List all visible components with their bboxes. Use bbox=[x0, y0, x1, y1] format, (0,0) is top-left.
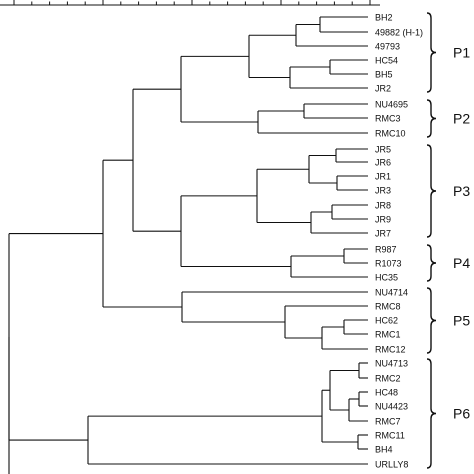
leaf-label: RMC8 bbox=[375, 302, 401, 312]
group-brace bbox=[426, 244, 437, 282]
leaf-label: BH2 bbox=[375, 13, 393, 23]
leaf-label: RMC10 bbox=[375, 129, 406, 139]
group-brace bbox=[426, 287, 437, 354]
leaf-label: JR1 bbox=[375, 172, 391, 182]
leaf-label: HC54 bbox=[375, 56, 398, 66]
group-label: P6 bbox=[453, 406, 470, 422]
distance-scale-bar bbox=[0, 0, 380, 6]
leaf-labels: BH2 49882 (H-1) 49793HC54BH5JR2NU4695RMC3R… bbox=[375, 13, 423, 470]
leaf-label: RMC7 bbox=[375, 417, 401, 427]
tree-branches bbox=[8, 16, 368, 474]
leaf-label: RMC12 bbox=[375, 345, 406, 355]
leaf-label: BH4 bbox=[375, 445, 393, 455]
leaf-label: R987 bbox=[375, 245, 397, 255]
leaf-label: 49882 (H-1) bbox=[375, 28, 423, 38]
leaf-label: URLLY8 bbox=[375, 460, 408, 470]
leaf-label: JR3 bbox=[375, 186, 391, 196]
leaf-label: HC62 bbox=[375, 316, 398, 326]
leaf-label: JR5 bbox=[375, 145, 391, 155]
leaf-label: JR2 bbox=[375, 84, 391, 94]
leaf-label: JR6 bbox=[375, 158, 391, 168]
group-label: P1 bbox=[453, 45, 470, 61]
group-label: P2 bbox=[453, 111, 470, 127]
leaf-label: HC35 bbox=[375, 273, 398, 283]
group-brace bbox=[426, 358, 437, 469]
leaf-label: HC48 bbox=[375, 388, 398, 398]
leaf-label: RMC1 bbox=[375, 330, 401, 340]
group-brace bbox=[426, 144, 437, 238]
leaf-label: BH5 bbox=[375, 70, 393, 80]
leaf-label: JR9 bbox=[375, 215, 391, 225]
leaf-label: R1073 bbox=[375, 259, 402, 269]
leaf-label: RMC11 bbox=[375, 431, 405, 441]
leaf-label: JR7 bbox=[375, 229, 391, 239]
group-label: P5 bbox=[453, 313, 470, 329]
leaf-label: 49793 bbox=[375, 42, 400, 52]
leaf-label: RMC3 bbox=[375, 114, 401, 124]
group-brace bbox=[426, 99, 437, 138]
leaf-label: NU4713 bbox=[375, 359, 408, 369]
group-label: P4 bbox=[453, 255, 470, 271]
leaf-label: JR8 bbox=[375, 201, 391, 211]
leaf-label: NU4714 bbox=[375, 288, 408, 298]
leaf-label: NU4695 bbox=[375, 100, 408, 110]
group-brace bbox=[426, 12, 437, 93]
leaf-label: RMC2 bbox=[375, 374, 401, 384]
leaf-label: NU4423 bbox=[375, 402, 408, 412]
group-label: P3 bbox=[453, 183, 470, 199]
